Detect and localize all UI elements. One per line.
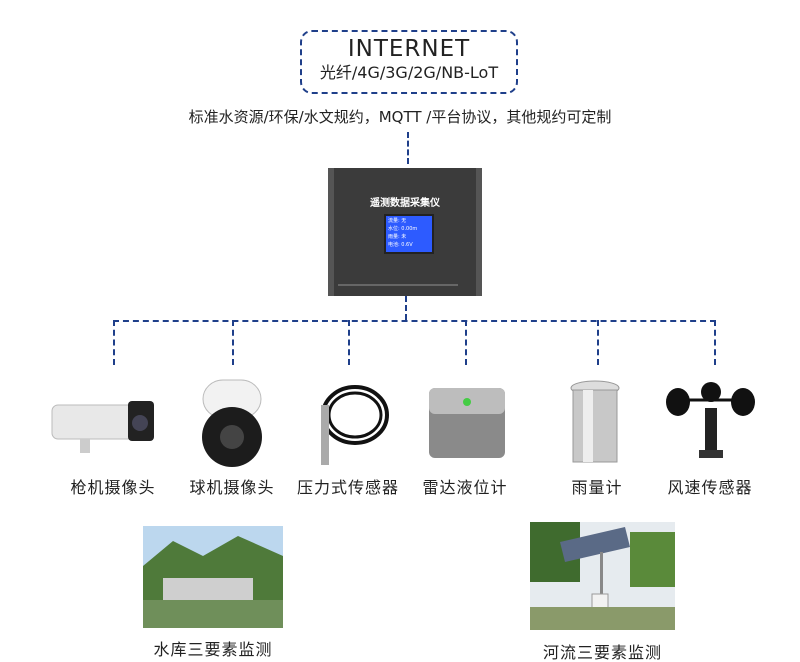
anemometer-icon [666,382,755,458]
sensor-label: 球机摄像头 [189,478,275,497]
connector-line [597,320,599,365]
data-logger-device: 遥测数据采集仪 流量: 无 水位: 0.00m 雨量: 未 电池: 0.6V [328,168,482,296]
lcd-line: 水位: 0.00m [388,226,418,232]
internet-box: INTERNET 光纤/4G/3G/2G/NB-LoT [300,30,518,94]
connector-line [714,320,716,365]
connector-line [348,320,350,365]
internet-title: INTERNET [347,36,471,62]
lcd-line: 电池: 0.6V [388,242,413,248]
sensor-label: 雷达液位计 [422,478,508,497]
river-photo [530,522,675,630]
protocol-text: 标准水资源/环保/水文规约，MQTT /平台协议，其他规约可定制 [188,108,612,126]
sensor-label: 枪机摄像头 [70,478,156,497]
sensor-label: 风速传感器 [667,478,753,497]
radar-level-icon [429,388,505,458]
connector-line [232,320,234,365]
lcd-line: 雨量: 未 [388,234,407,240]
pressure-sensor-icon [321,385,389,465]
scenario-label: 河流三要素监测 [542,643,662,662]
device-title: 遥测数据采集仪 [370,198,440,209]
connector-line [407,132,409,164]
lcd-line: 流量: 无 [388,218,407,224]
dome-camera-icon [202,379,262,467]
rain-gauge-icon [570,380,620,463]
bullet-camera-icon [51,401,154,453]
connector-line [405,296,407,320]
connector-line [113,320,115,365]
network-types: 光纤/4G/3G/2G/NB-LoT [319,63,499,82]
lcd-screen: 流量: 无 水位: 0.00m 雨量: 未 电池: 0.6V [384,214,434,254]
reservoir-photo [143,526,283,628]
bus-line [113,320,716,322]
sensor-label: 雨量计 [571,478,623,497]
scenario-label: 水库三要素监测 [153,640,273,659]
connector-line [465,320,467,365]
sensor-label: 压力式传感器 [296,478,399,497]
terminal-strip [338,284,458,286]
